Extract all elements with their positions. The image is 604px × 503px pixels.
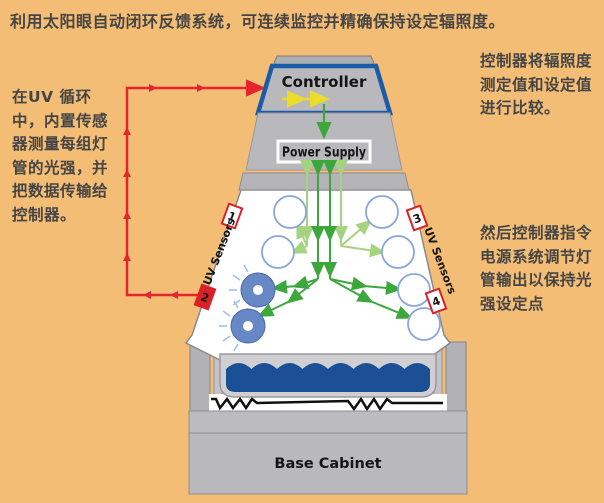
red-arrowhead-up: [123, 253, 131, 261]
note-left-uv-cycle: 在UV 循环中，内置传感器测量每组灯管的光强，并把数据传输给控制器。: [12, 88, 109, 224]
note-right-compare: 控制器将辐照度测定值和设定值进行比较。: [480, 52, 593, 117]
red-arrowhead-up: [123, 211, 131, 219]
lamp-on-center: [253, 285, 263, 295]
sensor-box-3: [405, 204, 429, 232]
red-arrowhead-left: [143, 291, 151, 299]
sensor-box-2: [193, 283, 217, 311]
red-arrowhead-left: [170, 291, 178, 299]
lamp-rays: [219, 264, 249, 352]
note-right-adjust: 然后控制器指令电源系统调节灯管输出以保持光强设定点: [480, 224, 593, 313]
lamp-on-group: [219, 264, 276, 352]
lamp-circle: [261, 235, 295, 269]
leg-right-outer: [445, 341, 467, 413]
sensor-box-1: [220, 202, 244, 230]
base-cabinet-lip: [188, 410, 468, 434]
red-arrowhead-up: [123, 169, 131, 177]
stand-legs: [189, 341, 467, 413]
red-arrowhead-up: [123, 127, 131, 135]
sensor-box-4: [424, 287, 448, 315]
red-arrowhead-right: [197, 84, 205, 92]
lamp-circle: [397, 273, 431, 307]
lamp-circle: [381, 235, 415, 269]
feedback-loop-line: [125, 79, 266, 297]
base-cabinet-label: Base Cabinet: [274, 456, 381, 472]
water: [226, 363, 430, 392]
lamp-circle: [365, 195, 399, 229]
base-cabinet-body: [188, 432, 468, 495]
red-arrowhead-right: [149, 84, 157, 92]
base-cabinet: Base Cabinet: [188, 410, 468, 495]
lamp-circle: [407, 307, 441, 341]
lamp-circle: [273, 195, 307, 229]
green-feed-lines: [257, 160, 413, 319]
spring-line: [211, 396, 443, 412]
power-supply-label: Power Supply: [282, 146, 366, 161]
uv-sensor-boxes: 1 2 3 4: [193, 202, 448, 315]
controller-label: Controller: [282, 73, 367, 91]
caption-top: 利用太阳眼自动闭环反馈系统，可连续监控并精确保持设定辐照度。: [10, 12, 506, 31]
lamp-on-center: [243, 321, 253, 331]
feedback-loop: [123, 79, 266, 299]
lamp-housing-band: [238, 172, 410, 191]
lamp-circles: [261, 195, 441, 341]
